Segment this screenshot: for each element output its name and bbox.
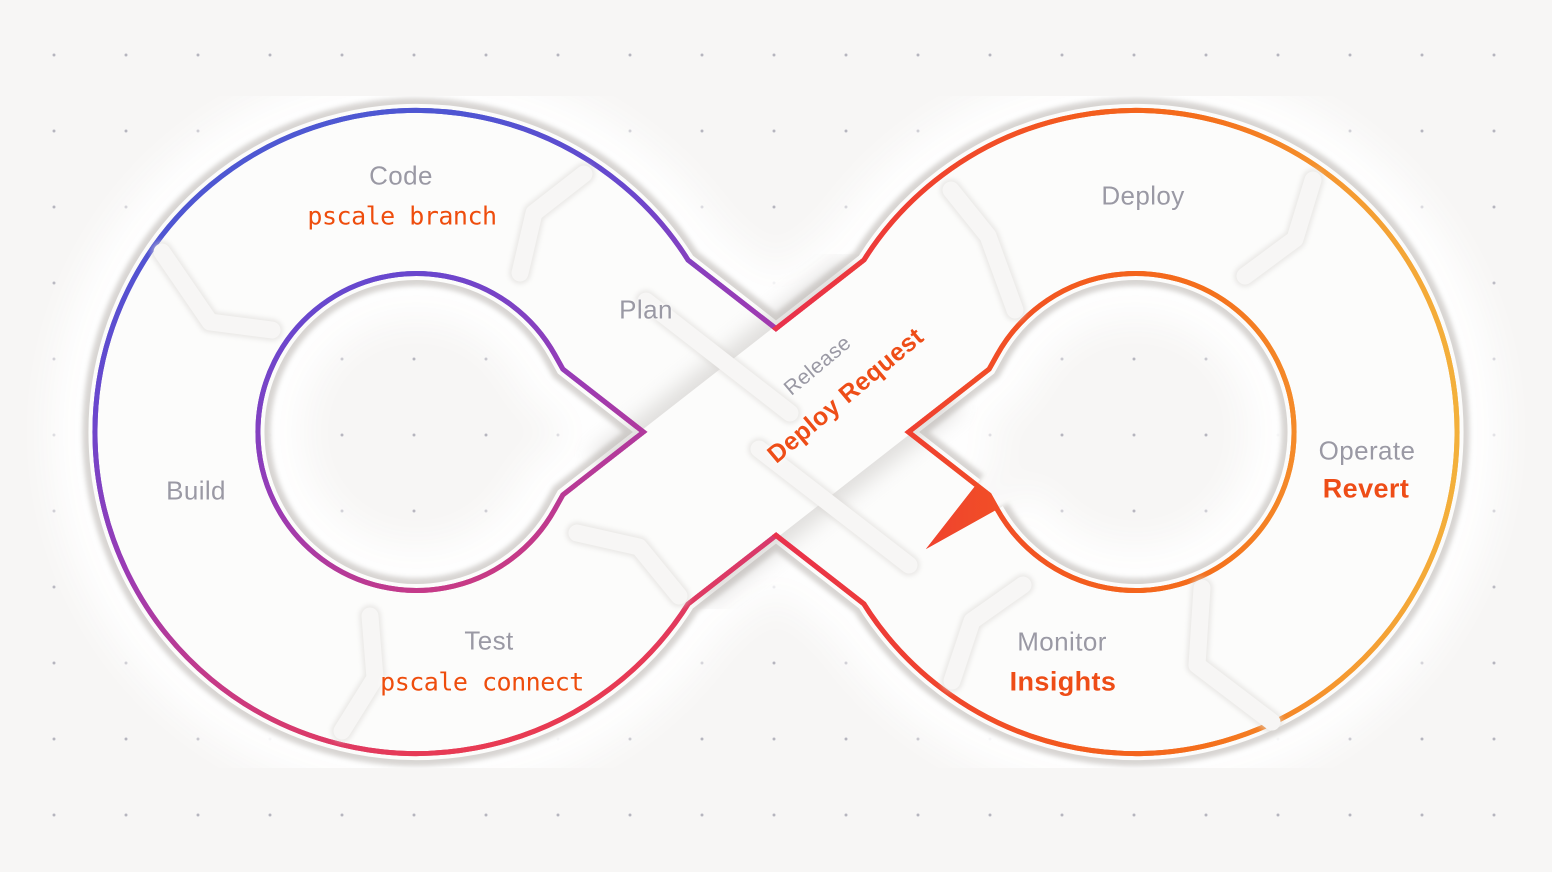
notch-build-test <box>333 607 384 740</box>
gap-plan-band <box>637 292 799 422</box>
stage-annotation-code: pscale branch <box>307 201 497 231</box>
stage-label-monitor: Monitor <box>1017 626 1107 657</box>
stage-label-deploy: Deploy <box>1101 180 1185 211</box>
stage-label-code: Code <box>369 160 433 191</box>
notch-test-release <box>568 524 688 605</box>
notch-code-plan <box>511 165 593 282</box>
stage-annotation-operate: Revert <box>1322 473 1410 504</box>
stage-label-test: Test <box>464 625 514 656</box>
notch-operate-monitor <box>1188 579 1281 731</box>
stage-annotation-test: pscale connect <box>380 667 584 697</box>
stage-label-build: Build <box>166 475 226 506</box>
notch-code-build <box>153 243 281 339</box>
notch-deploy-operate <box>1236 171 1322 285</box>
stage-label-operate: Operate <box>1318 435 1416 466</box>
notch-monitor-return <box>943 576 1032 690</box>
stage-label-plan: Plan <box>619 294 673 325</box>
stage-annotation-monitor: Insights <box>1009 666 1117 697</box>
gap-wedge-band <box>750 440 918 574</box>
notch-release-deploy <box>942 181 1024 319</box>
segment-notches <box>153 165 1322 740</box>
